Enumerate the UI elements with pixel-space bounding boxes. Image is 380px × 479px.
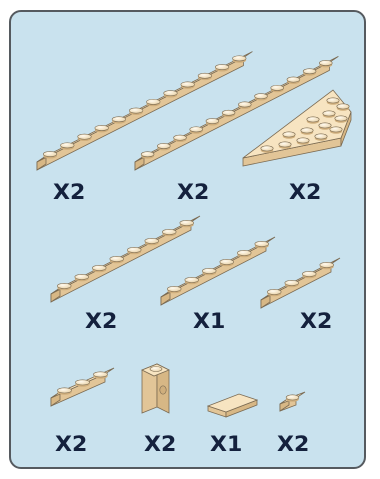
brick-1x1-part: [142, 364, 169, 413]
parts-illustration: [11, 12, 366, 469]
tile-1x2-part: [208, 394, 257, 417]
quantity-label-plate-1x8: X2: [85, 309, 117, 333]
quantity-label-plate-long-1: X2: [53, 180, 85, 204]
quantity-label-plate-1x6: X1: [193, 309, 225, 333]
quantity-label-tile-1x2: X1: [210, 432, 242, 456]
plate-1x4-part: [261, 258, 340, 308]
plate-1x6-part: [161, 237, 275, 305]
quantity-label-plate-1x1: X2: [277, 432, 309, 456]
plate-1x1-part: [280, 392, 305, 411]
quantity-label-plate-long-2: X2: [177, 180, 209, 204]
quantity-label-wedge-plate: X2: [289, 180, 321, 204]
quantity-label-plate-1x3: X2: [55, 432, 87, 456]
quantity-label-brick-1x1: X2: [144, 432, 176, 456]
quantity-label-plate-1x4: X2: [300, 309, 332, 333]
parts-list-panel: X2 X2 X2 X2 X1 X2 X2 X2 X1 X2: [9, 10, 366, 469]
plate-1x3-part: [51, 368, 114, 406]
